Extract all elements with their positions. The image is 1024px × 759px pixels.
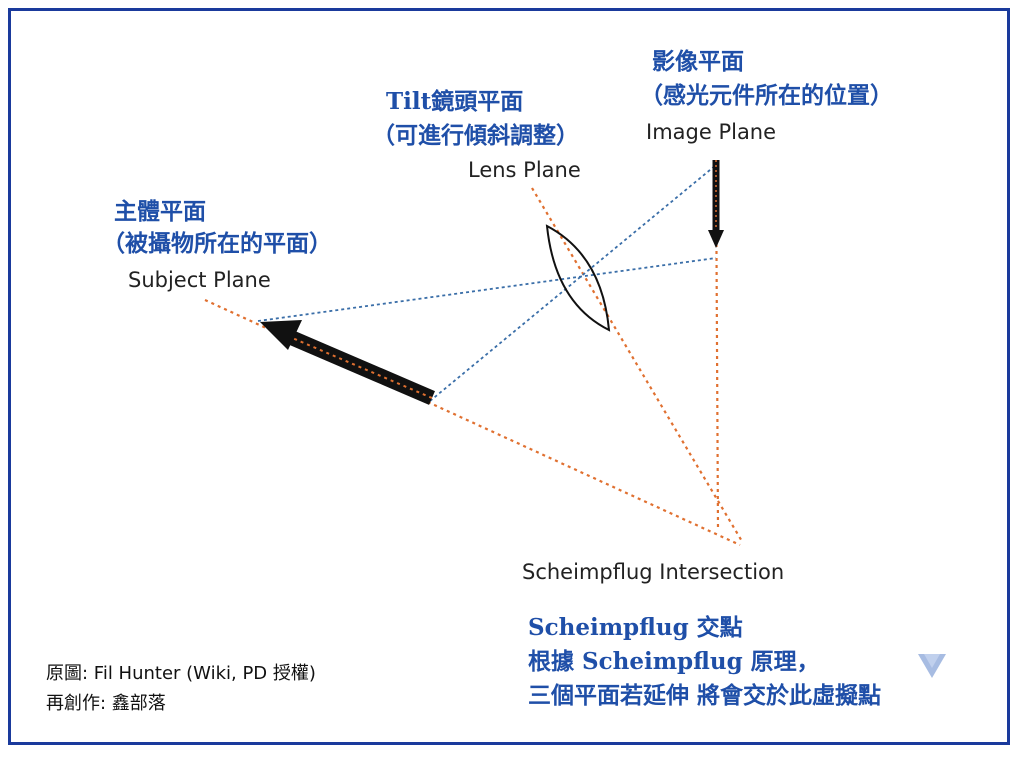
image-plane-cn-label-2: （感光元件所在的位置） [640, 82, 893, 109]
credit-recreated: 再創作: 鑫部落 [46, 693, 166, 714]
intersection-cn-label-2: 根據 Scheimpflug 原理， [528, 648, 820, 675]
credit-original: 原圖: Fil Hunter (Wiki, PD 授權) [46, 663, 316, 684]
subject-plane-cn-label-2: （被攝物所在的平面） [102, 230, 332, 257]
intersection-cn-label-3: 三個平面若延伸 將會交於此虛擬點 [528, 682, 882, 709]
lens-shape [545, 224, 611, 332]
subject-arrow [260, 320, 435, 405]
intersection-en-label: Scheimpflug Intersection [522, 560, 785, 584]
subject-plane-en-label: Subject Plane [128, 268, 271, 292]
image-arrow [708, 160, 724, 248]
watermark-logo-icon [918, 654, 946, 678]
lens-plane-en-label: Lens Plane [468, 158, 581, 182]
diagram-frame [8, 8, 1010, 745]
lens-plane-line [531, 187, 744, 544]
lens-plane-cn-label-2: （可進行傾斜調整） [372, 122, 579, 149]
intersection-cn-label-1: Scheimpflug 交點 [528, 614, 743, 641]
ray-line-top [257, 257, 717, 322]
lens-plane-cn-label-1: Tilt鏡頭平面 [386, 88, 524, 115]
subject-plane-cn-label-1: 主體平面 [114, 198, 206, 225]
ray-line-bottom [429, 164, 717, 402]
image-plane-en-label: Image Plane [646, 120, 777, 144]
image-plane-line [714, 159, 720, 531]
image-plane-cn-label-1: 影像平面 [652, 48, 744, 75]
